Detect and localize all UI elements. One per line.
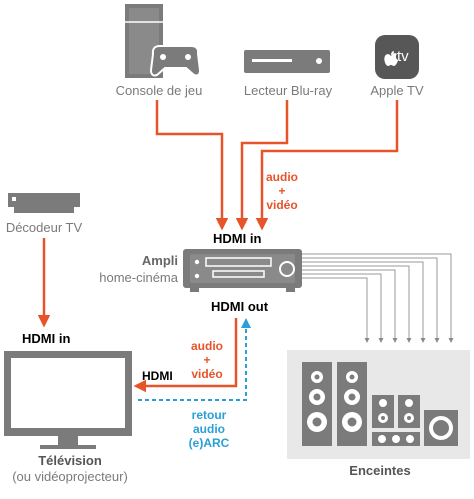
tv-label-line2: (ou vidéoprojecteur) xyxy=(12,469,128,484)
appletv-logo-text: tv xyxy=(397,48,409,65)
speakers-label: Enceintes xyxy=(349,463,411,478)
tv-decoder-icon xyxy=(8,193,80,213)
game-console-icon xyxy=(125,4,202,78)
amp-subtitle: home-cinéma xyxy=(99,270,178,285)
av-mid-video: vidéo xyxy=(191,367,223,381)
appletv-label: Apple TV xyxy=(370,83,424,98)
arc-line1: retour xyxy=(191,408,227,422)
bluray-player-icon xyxy=(244,50,330,73)
speaker-cables xyxy=(302,253,454,343)
console-label: Console de jeu xyxy=(115,83,203,98)
av-label-mid: audio + vidéo xyxy=(184,339,230,381)
av-top-plus: + xyxy=(278,184,286,198)
arrow-arc-tv-to-amp xyxy=(138,318,251,401)
arc-line2: audio xyxy=(193,422,225,436)
apple-tv-icon xyxy=(375,35,419,79)
tv-hdmi-in-label: HDMI in xyxy=(22,331,71,346)
speakers-icon xyxy=(287,350,470,459)
decoder-label: Décodeur TV xyxy=(5,220,83,235)
av-mid-audio: audio xyxy=(191,339,223,353)
tv-label-line1: Télévision xyxy=(38,453,102,468)
amp-title: Ampli xyxy=(60,252,178,269)
arc-line3: (e)ARC xyxy=(188,436,230,450)
amplifier-icon xyxy=(183,249,302,292)
amp-name: Ampli xyxy=(141,253,178,268)
bluray-label: Lecteur Blu-ray xyxy=(243,83,333,98)
amp-hdmi-out-label: HDMI out xyxy=(211,299,269,314)
arrow-console-to-amp xyxy=(155,100,229,231)
arrow-amp-to-tv xyxy=(133,318,238,393)
amp-hdmi-in-label: HDMI in xyxy=(213,231,262,246)
hdmi-cable-label: HDMI xyxy=(142,369,173,383)
arc-label: retour audio (e)ARC xyxy=(184,408,234,450)
av-mid-plus: + xyxy=(203,353,211,367)
av-top-audio: audio xyxy=(266,170,298,184)
television-icon xyxy=(4,351,132,449)
av-label-top: audio + vidéo xyxy=(262,170,302,212)
arrow-bluray-to-amp xyxy=(235,100,289,231)
av-top-video: vidéo xyxy=(266,198,298,212)
arrow-appletv-to-amp xyxy=(255,100,399,231)
